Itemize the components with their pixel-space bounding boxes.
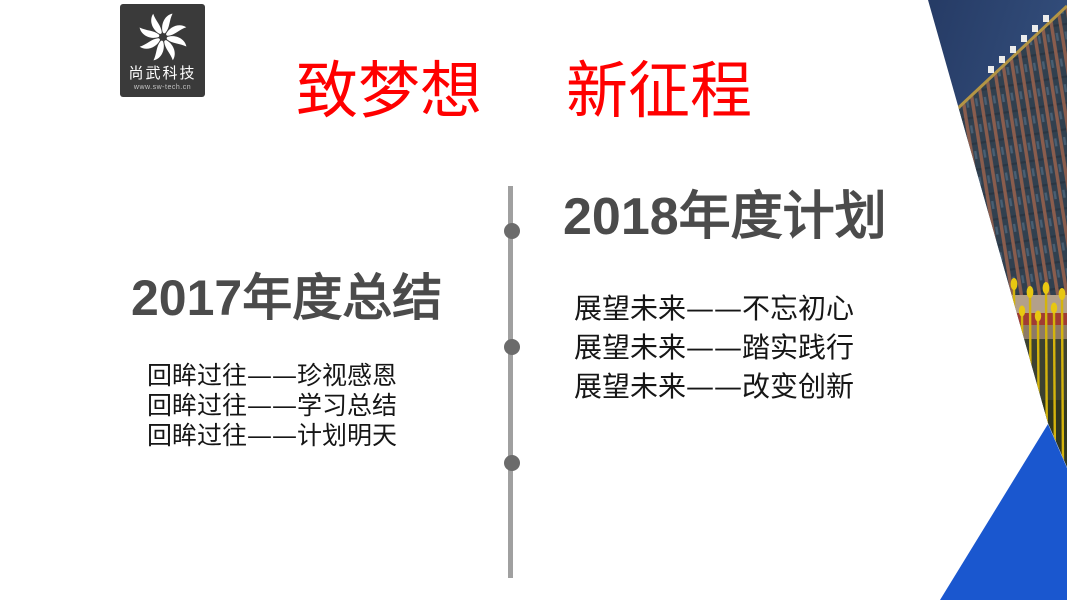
list-item: 回眸过往——珍视感恩 (147, 361, 398, 390)
slide-title: 致梦想 新征程 (296, 56, 752, 126)
list-item: 展望未来——不忘初心 (574, 292, 855, 325)
pinwheel-flower-icon (139, 13, 186, 61)
bullet-list-2017: 回眸过往——珍视感恩 回眸过往——学习总结 回眸过往——计划明天 (147, 361, 397, 451)
list-item: 回眸过往——学习总结 (147, 391, 398, 420)
roof-trim (954, 4, 1067, 112)
heading-2018-plan: 2018年度计划 (563, 188, 887, 246)
bullet-list-2018: 展望未来——不忘初心 展望未来——踏实践行 展望未来——改变创新 (574, 289, 854, 406)
list-item: 展望未来——踏实践行 (574, 331, 855, 364)
list-item: 展望未来——改变创新 (574, 370, 855, 403)
timeline-line (508, 186, 513, 578)
building-photo-decoration (928, 0, 1067, 600)
blue-accent-triangle (940, 424, 1067, 600)
company-name: 尚武科技 (128, 65, 197, 82)
title-part-2: 新征程 (566, 54, 753, 127)
timeline-dot (504, 223, 520, 239)
heading-2017-summary: 2017年度总结 (131, 270, 443, 326)
company-logo: 尚武科技 www.sw-tech.cn (120, 4, 205, 97)
timeline-dot (504, 455, 520, 471)
title-part-1: 致梦想 (296, 54, 483, 127)
list-item: 回眸过往——计划明天 (147, 421, 398, 450)
building-photo (928, 0, 1067, 467)
timeline-dot (504, 339, 520, 355)
company-website: www.sw-tech.cn (133, 84, 192, 91)
rooftop-sign (988, 15, 1049, 73)
